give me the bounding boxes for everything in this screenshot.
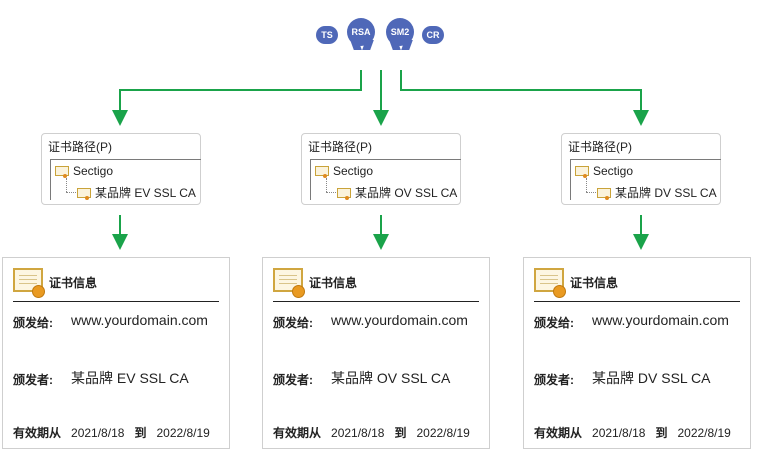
arrow-to-dv-path — [400, 70, 649, 126]
issuer-label: 颁发者: — [13, 373, 53, 387]
cert-info-card-ov: 证书信息 颁发给: www.yourdomain.com 颁发者: 某品牌 OV… — [262, 257, 490, 449]
issued-to-value: www.yourdomain.com — [71, 312, 208, 328]
card-title: 证书信息 — [309, 276, 358, 290]
valid-to-label: 到 — [655, 426, 668, 440]
cert-path-title: 证书路径(P) — [568, 140, 632, 154]
certificate-icon — [273, 268, 305, 298]
card-header: 证书信息 — [524, 266, 750, 302]
card-header: 证书信息 — [263, 266, 489, 302]
valid-to-date: 2022/8/19 — [416, 426, 470, 440]
certificate-icon — [534, 268, 566, 298]
cert-info-card-ev: 证书信息 颁发给: www.yourdomain.com 颁发者: 某品牌 EV… — [2, 257, 230, 449]
cert-path-title: 证书路径(P) — [308, 140, 372, 154]
issued-to-value: www.yourdomain.com — [331, 312, 468, 328]
tree-node-label: Sectigo — [593, 164, 634, 178]
certificate-icon — [77, 187, 91, 200]
ts-badge: TS — [316, 26, 338, 44]
tree-node-label: 某品牌 OV SSL CA — [355, 186, 458, 200]
validity-row: 有效期从 2021/8/18 到 2022/8/19 — [13, 424, 210, 441]
divider — [13, 301, 219, 302]
tree-node-label: Sectigo — [333, 164, 374, 178]
divider — [534, 301, 740, 302]
cert-path-ev: 证书路径(P) Sectigo 某品牌 EV SSL CA — [41, 133, 201, 205]
issuer-label: 颁发者: — [534, 373, 574, 387]
valid-from-date: 2021/8/18 — [331, 426, 385, 440]
certificate-icon — [597, 187, 611, 200]
issued-to-label: 颁发给: — [13, 316, 53, 330]
valid-from-date: 2021/8/18 — [592, 426, 646, 440]
tree-node-leaf[interactable]: 某品牌 EV SSL CA — [77, 184, 196, 201]
divider — [273, 301, 479, 302]
tree-node-leaf[interactable]: 某品牌 OV SSL CA — [337, 184, 457, 201]
cert-path-tree: Sectigo 某品牌 EV SSL CA — [50, 159, 201, 200]
issuer-value: 某品牌 EV SSL CA — [71, 370, 189, 386]
tree-connector — [326, 178, 327, 192]
issuer-value: 某品牌 DV SSL CA — [592, 370, 711, 386]
valid-to-date: 2022/8/19 — [156, 426, 210, 440]
valid-to-label: 到 — [134, 426, 147, 440]
valid-to-label: 到 — [394, 426, 407, 440]
valid-from-label: 有效期从 — [534, 426, 583, 440]
tree-node-label: 某品牌 DV SSL CA — [615, 186, 717, 200]
tree-connector — [326, 192, 336, 193]
valid-from-date: 2021/8/18 — [71, 426, 125, 440]
card-title: 证书信息 — [570, 276, 619, 290]
issuer-label: 颁发者: — [273, 373, 313, 387]
arrow-to-ev-path — [112, 70, 362, 126]
tree-connector — [66, 178, 67, 192]
certificate-icon — [13, 268, 45, 298]
tree-node-leaf[interactable]: 某品牌 DV SSL CA — [597, 184, 717, 201]
certificate-icon — [575, 166, 589, 178]
validity-row: 有效期从 2021/8/18 到 2022/8/19 — [534, 424, 731, 441]
issued-to-label: 颁发给: — [534, 316, 574, 330]
certificate-icon — [315, 166, 329, 178]
tree-node-root[interactable]: Sectigo — [315, 164, 373, 178]
tree-connector — [66, 192, 76, 193]
issuer-value: 某品牌 OV SSL CA — [331, 370, 451, 386]
tree-connector — [586, 192, 596, 193]
tree-node-label: 某品牌 EV SSL CA — [95, 186, 196, 200]
cert-path-title: 证书路径(P) — [48, 140, 112, 154]
cert-path-dv: 证书路径(P) Sectigo 某品牌 DV SSL CA — [561, 133, 721, 205]
tree-connector — [586, 178, 587, 192]
cert-info-card-dv: 证书信息 颁发给: www.yourdomain.com 颁发者: 某品牌 DV… — [523, 257, 751, 449]
cert-path-tree: Sectigo 某品牌 DV SSL CA — [570, 159, 721, 200]
cert-path-ov: 证书路径(P) Sectigo 某品牌 OV SSL CA — [301, 133, 461, 205]
valid-from-label: 有效期从 — [273, 426, 322, 440]
issued-to-label: 颁发给: — [273, 316, 313, 330]
validity-row: 有效期从 2021/8/18 到 2022/8/19 — [273, 424, 470, 441]
valid-to-date: 2022/8/19 — [677, 426, 731, 440]
card-header: 证书信息 — [3, 266, 229, 302]
cr-badge: CR — [422, 26, 444, 44]
certificate-icon — [337, 187, 351, 200]
tree-node-label: Sectigo — [73, 164, 114, 178]
tree-node-root[interactable]: Sectigo — [575, 164, 633, 178]
tree-node-root[interactable]: Sectigo — [55, 164, 113, 178]
issued-to-value: www.yourdomain.com — [592, 312, 729, 328]
certificate-icon — [55, 166, 69, 178]
cert-path-tree: Sectigo 某品牌 OV SSL CA — [310, 159, 461, 200]
card-title: 证书信息 — [49, 276, 98, 290]
valid-from-label: 有效期从 — [13, 426, 62, 440]
